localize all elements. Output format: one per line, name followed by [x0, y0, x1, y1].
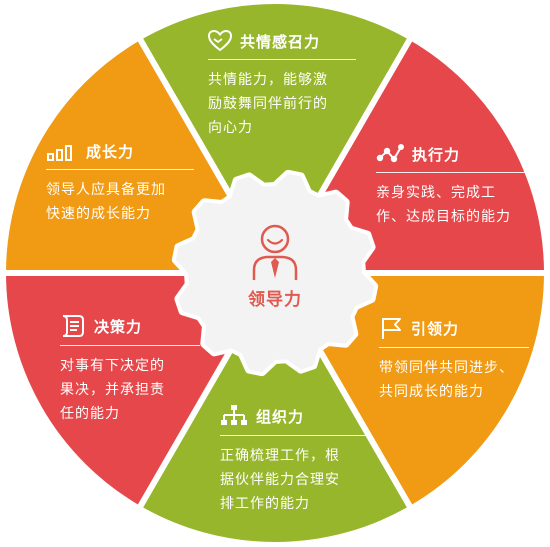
segment-growth: 成长力 领导人应具备更加 快速的成长能力	[46, 141, 194, 226]
segment-title: 共情感召力	[240, 32, 321, 51]
desc-line: 共情能力，能够激	[208, 72, 328, 88]
segment-title: 成长力	[86, 143, 135, 161]
segment-title: 执行力	[412, 145, 461, 164]
org-chart-icon	[220, 404, 248, 428]
desc-line: 共同成长的能力	[379, 384, 484, 400]
divider	[376, 172, 526, 173]
segment-guidance: 引领力 带领同伴共同进步、 共同成长的能力	[379, 316, 529, 404]
desc-line: 据伙伴能力合理安	[220, 472, 340, 488]
sector-empathy	[136, 0, 414, 276]
desc-line: 果决，并承担责	[60, 382, 165, 398]
segment-execution: 执行力 亲身实践、完成工 作、达成目标的能力	[376, 143, 526, 229]
sector-organization	[136, 270, 414, 547]
desc-line: 正确梳理工作，根	[220, 448, 340, 464]
desc-line: 作、达成目标的能力	[376, 209, 511, 225]
segment-empathy: 共情感召力 共情能力，能够激 励鼓舞同伴前行的 向心力	[208, 30, 356, 140]
divider	[60, 345, 200, 346]
desc-line: 任的能力	[60, 406, 120, 422]
segment-title: 决策力	[94, 317, 143, 336]
desc-line: 对事有下决定的	[60, 358, 165, 374]
segment-title: 组织力	[256, 407, 305, 426]
segment-organization: 组织力 正确梳理工作，根 据伙伴能力合理安 排工作的能力	[220, 404, 366, 516]
center-label: 领导力	[248, 290, 302, 310]
divider	[379, 347, 529, 348]
desc-line: 带领同伴共同进步、	[379, 360, 514, 376]
desc-line: 向心力	[208, 120, 253, 136]
decision-scroll-icon	[60, 314, 86, 338]
heart-hands-icon	[208, 30, 232, 52]
divider	[46, 169, 194, 170]
desc-line: 排工作的能力	[220, 496, 310, 512]
growth-bars-icon	[46, 142, 78, 162]
network-nodes-icon	[376, 143, 404, 165]
desc-line: 快速的成长能力	[46, 206, 151, 222]
segment-title: 引领力	[411, 319, 460, 338]
center-hub	[240, 222, 310, 282]
flag-icon	[379, 316, 403, 340]
leader-person-icon	[240, 222, 310, 282]
desc-line: 励鼓舞同伴前行的	[208, 96, 328, 112]
desc-line: 亲身实践、完成工	[376, 185, 496, 201]
divider	[220, 435, 366, 436]
divider	[208, 59, 356, 60]
desc-line: 领导人应具备更加	[46, 182, 166, 198]
segment-decision: 决策力 对事有下决定的 果决，并承担责 任的能力	[60, 314, 200, 426]
